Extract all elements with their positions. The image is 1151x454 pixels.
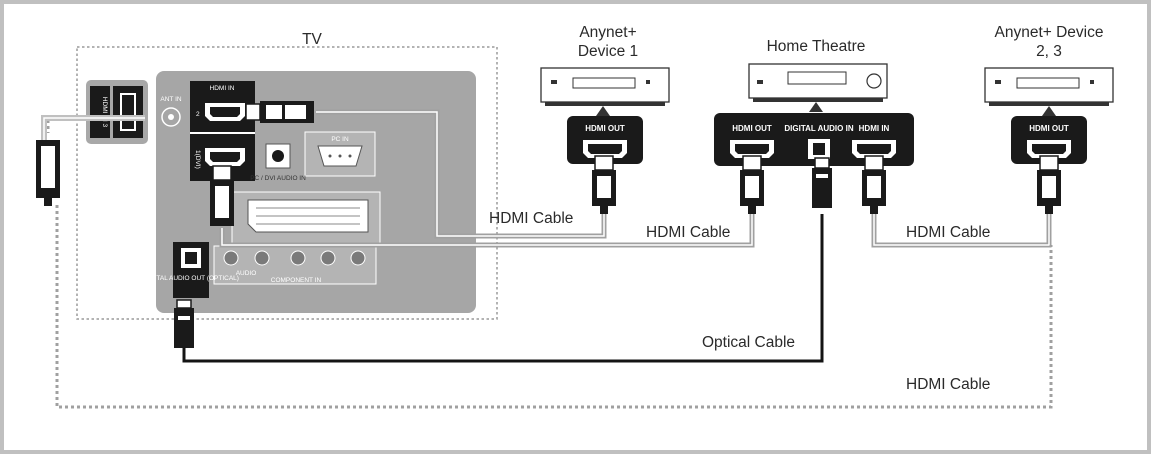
hdmi-3-label: HDMI IN 3 [101, 97, 108, 128]
home-theatre: Home Theatre HDMI OUT DIGITAL AUDIO IN H… [714, 38, 914, 166]
device-2-3-hdmi-out-port[interactable] [1027, 140, 1071, 158]
hdmi-plug-tv-hdmi-1 [210, 165, 234, 226]
hdmi-in-1-port[interactable] [205, 148, 245, 166]
hdmi-cable-3-label: HDMI Cable [906, 224, 990, 241]
home-theatre-digital-audio-in-label: DIGITAL AUDIO IN [784, 124, 853, 133]
home-theatre-icon [748, 63, 888, 102]
audio-r-jack[interactable] [254, 250, 270, 266]
device-1-title-line1: Anynet+ [579, 24, 636, 41]
device-1-pointer [596, 106, 610, 116]
home-theatre-hdmi-in-label: HDMI IN [859, 124, 890, 133]
component-y-jack[interactable] [290, 250, 306, 266]
pc-in-port[interactable] [317, 145, 363, 167]
component-pr-jack[interactable] [350, 250, 366, 266]
hdmi-in-2-number: 2 [196, 111, 200, 118]
tv-label: TV [302, 31, 322, 48]
device-1-icon [540, 67, 670, 106]
hdmi-in-1-number: 1(DVI) [194, 150, 201, 169]
cables [41, 109, 1053, 409]
tv-dotted-boundary [76, 46, 498, 320]
hdmi-in-2-port[interactable] [205, 103, 245, 121]
hdmi-cable-1-label: HDMI Cable [489, 210, 573, 227]
hdmi-plug-device-2-3 [1037, 155, 1061, 214]
home-theatre-hdmi-in-port[interactable] [852, 140, 896, 158]
scart-port[interactable] [247, 199, 369, 233]
digital-audio-out-label: DIGITAL AUDIO OUT (OPTICAL) [143, 275, 239, 282]
anynet-device-1: Anynet+ Device 1 HDMI OUT [540, 24, 670, 164]
hdmi-cable-2-label: HDMI Cable [646, 224, 730, 241]
device-1-title-line2: Device 1 [578, 43, 638, 60]
device-1-port-label: HDMI OUT [585, 124, 625, 133]
hdmi-plug-home-theatre-out [740, 155, 764, 214]
hdmi-3-port[interactable] [113, 86, 143, 138]
device-2-3-pointer [1042, 106, 1056, 116]
audio-l-jack[interactable] [223, 250, 239, 266]
optical-cable-line [182, 214, 824, 363]
optical-plug-tv [174, 299, 194, 348]
hdmi-plug-device-1 [592, 155, 616, 214]
hdmi-cable-4-label: HDMI Cable [906, 376, 990, 393]
device-2-3-title-line2: 2, 3 [1036, 43, 1062, 60]
anynet-device-2-3: Anynet+ Device 2, 3 HDMI OUT [984, 24, 1114, 164]
hdmi-plug-home-theatre-in [862, 155, 886, 214]
ant-in-port[interactable] [161, 107, 181, 127]
hdmi-3-label-strip [90, 86, 110, 138]
home-theatre-digital-audio-in-port[interactable] [808, 139, 830, 159]
hdmi-plug-tv-hdmi-2 [245, 101, 314, 123]
hdmi-in-label: HDMI IN [210, 85, 235, 92]
pc-dvi-audio-in-port[interactable] [265, 143, 291, 169]
device-2-3-port-label: HDMI OUT [1029, 124, 1069, 133]
optical-plug-home-theatre [812, 157, 832, 208]
digital-audio-out-port[interactable] [181, 248, 201, 268]
pc-dvi-audio-in-label: PC / DVI AUDIO IN [250, 175, 306, 182]
home-theatre-hdmi-out-port[interactable] [730, 140, 774, 158]
device-2-3-title-line1: Anynet+ Device [995, 24, 1104, 41]
component-pb-jack[interactable] [320, 250, 336, 266]
ant-in-label: ANT IN [160, 96, 181, 103]
tv-group: TV HDMI IN 3 ANT IN HDMI IN 2 1(DVI [76, 31, 498, 320]
audio-label: AUDIO [236, 270, 257, 277]
device-2-3-icon [984, 67, 1114, 106]
home-theatre-pointer [809, 102, 823, 112]
home-theatre-hdmi-out-label: HDMI OUT [732, 124, 772, 133]
hdmi-plug-tv-hdmi-3 [36, 140, 60, 206]
home-theatre-title: Home Theatre [767, 38, 866, 55]
pc-in-label: PC IN [331, 136, 349, 143]
optical-cable-label: Optical Cable [702, 334, 795, 351]
component-in-label: COMPONENT IN [271, 277, 322, 284]
hdmi-cable-4-line [46, 116, 1053, 409]
device-1-hdmi-out-port[interactable] [583, 140, 627, 158]
